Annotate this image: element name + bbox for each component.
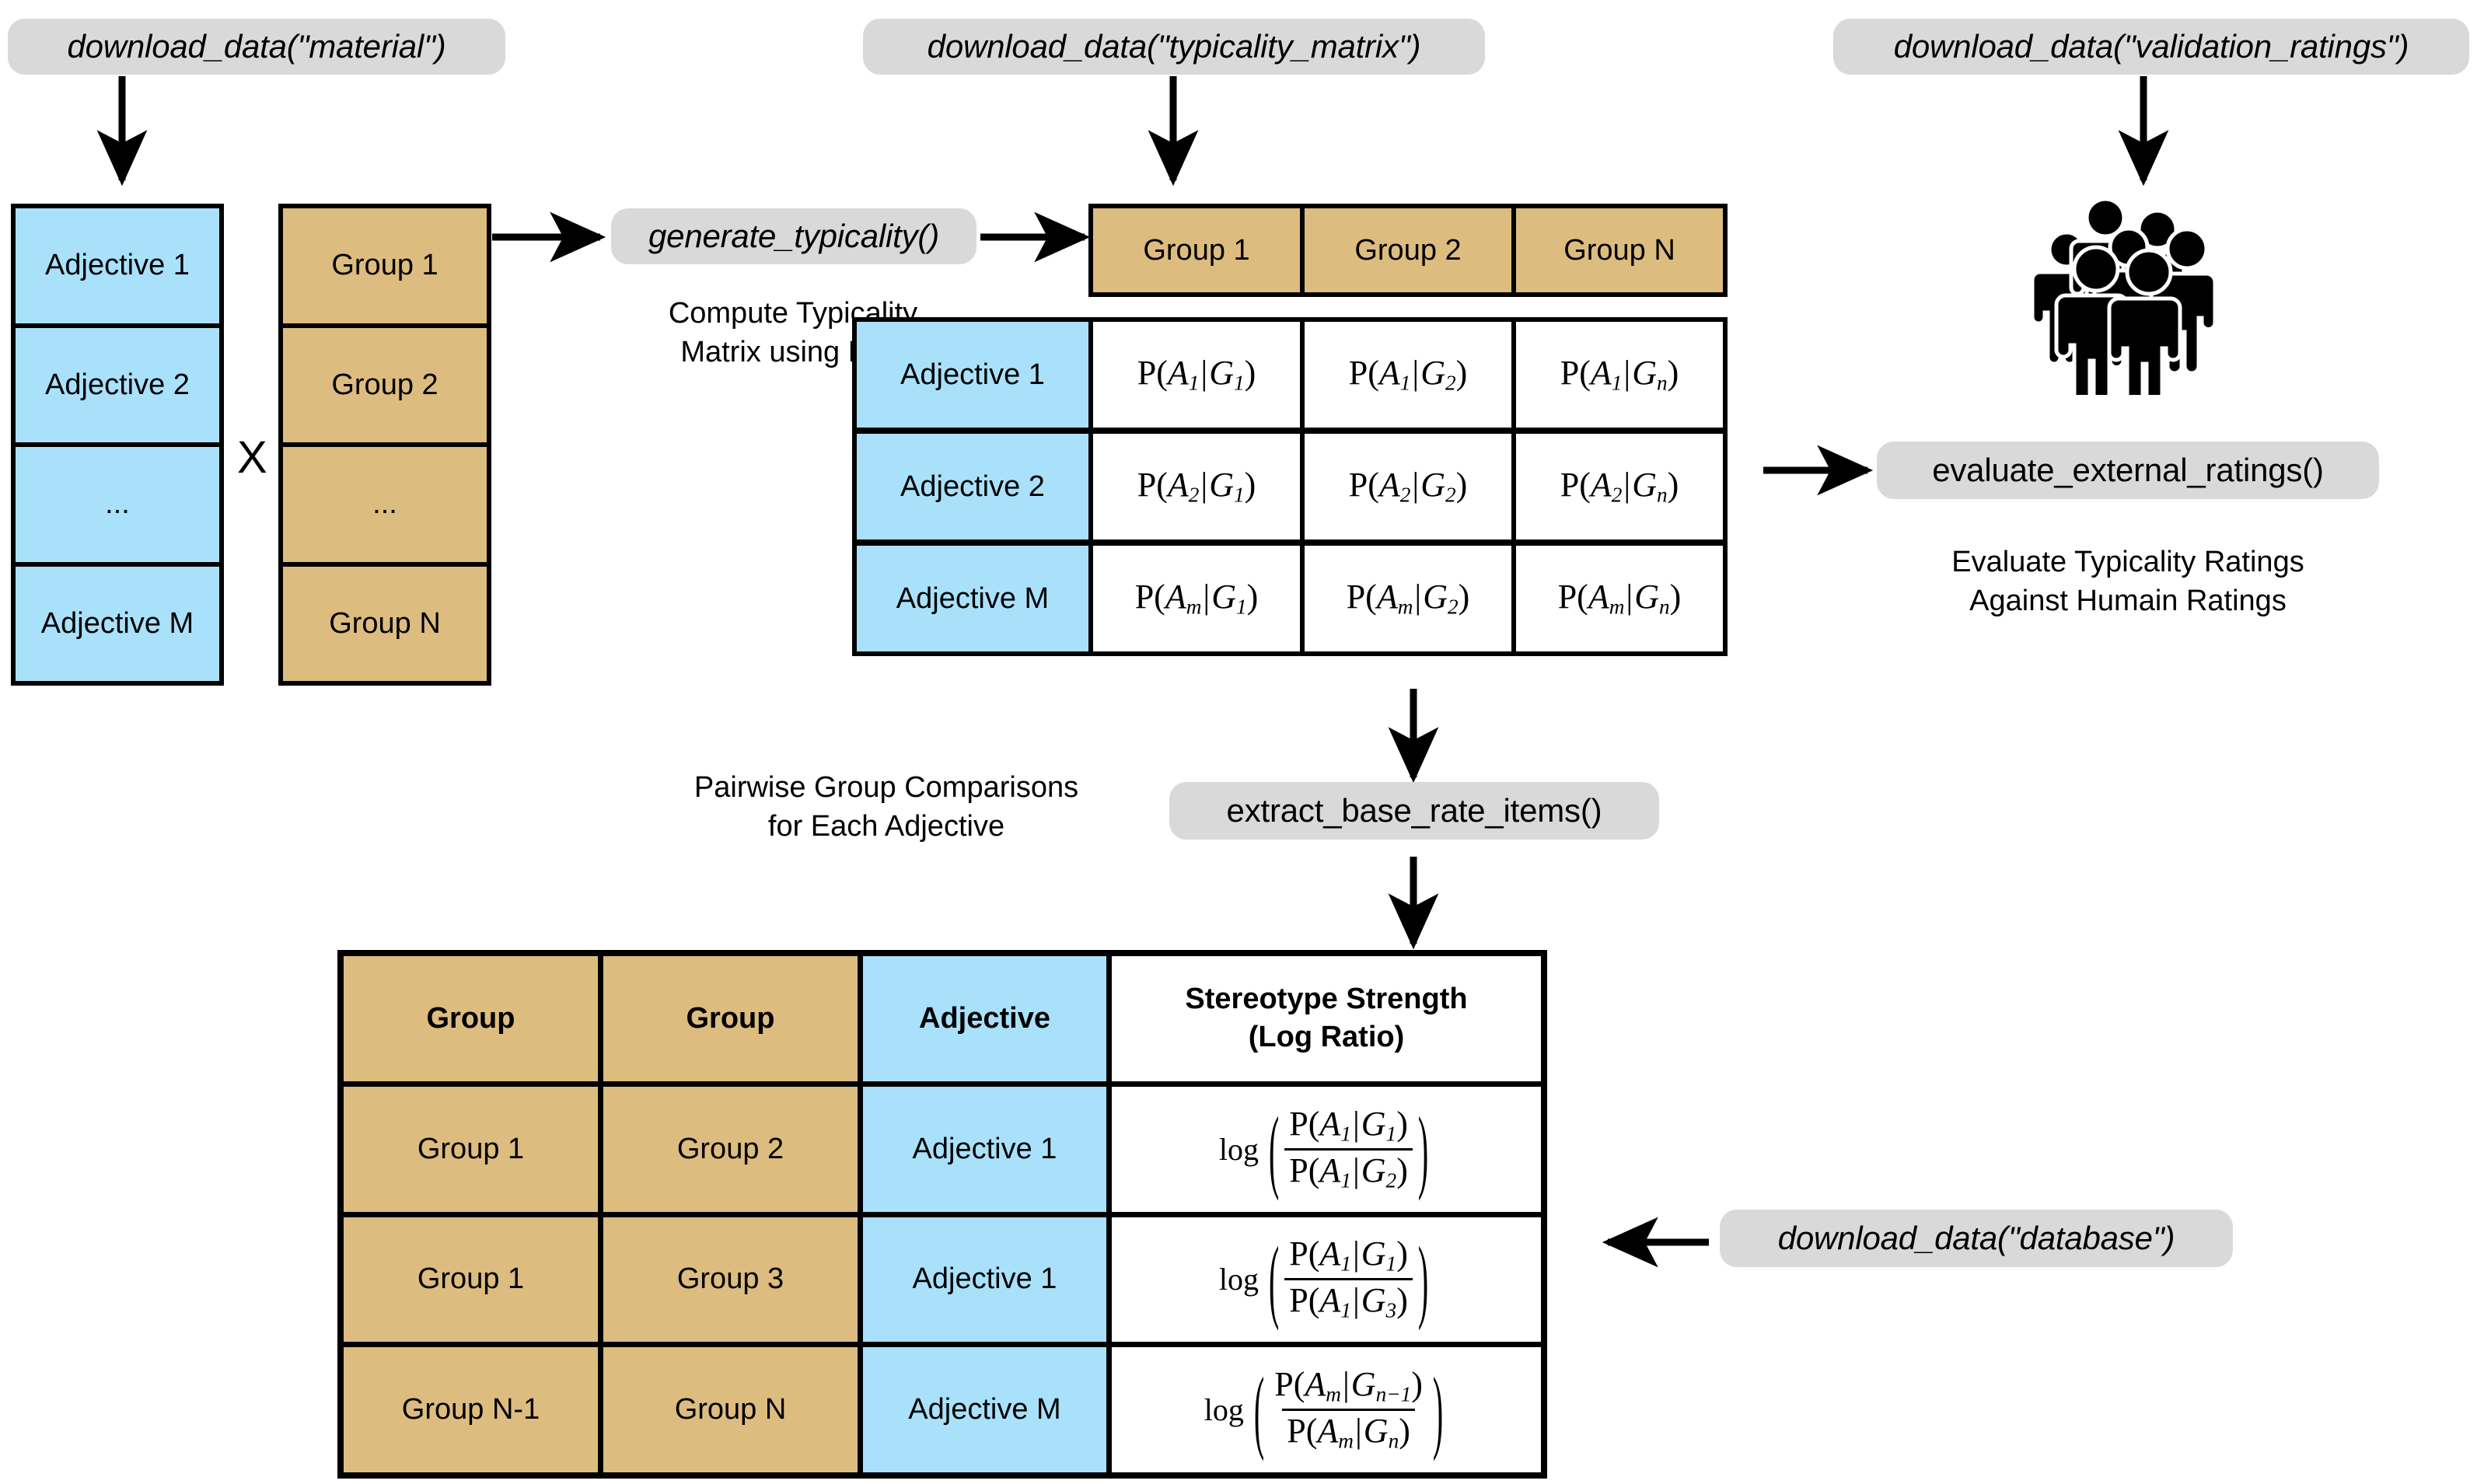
group-cell: Group 2 xyxy=(283,328,487,447)
log-ratio-expression: log( P(Am|Gn−1) P(Am|Gn) ) xyxy=(1204,1357,1444,1463)
cell-log-ratio: log( P(A1|G1) P(A1|G3) ) xyxy=(1112,1217,1541,1343)
matrix-col-header: Group 2 xyxy=(1300,204,1516,297)
pill-extract-base-rate-items[interactable]: extract_base_rate_items() xyxy=(1169,782,1659,840)
probability-expression: P(A1|G2) xyxy=(1348,353,1468,395)
adjective-cell: ... xyxy=(16,447,219,567)
cross-product-symbol: X xyxy=(237,432,267,483)
cell-group-a: Group 1 xyxy=(344,1086,603,1212)
adjective-stack: Adjective 1 Adjective 2 ... Adjective M xyxy=(11,204,224,686)
cell-group-a: Group N-1 xyxy=(344,1347,603,1472)
matrix-cell: P(A1|G2) xyxy=(1300,317,1516,432)
matrix-cell: P(A1|G1) xyxy=(1088,317,1305,432)
probability-expression: P(Am|Gn) xyxy=(1557,577,1682,619)
col-header-stereotype-strength: Stereotype Strength (Log Ratio) xyxy=(1185,982,1468,1054)
matrix-row-header: Adjective 1 xyxy=(852,317,1093,432)
matrix-row-header: Adjective M xyxy=(852,541,1093,656)
log-ratio-expression: log( P(A1|G1) P(A1|G2) ) xyxy=(1218,1096,1429,1202)
table-row: Group 1 Group 2 Adjective 1 log( P(A1|G1… xyxy=(344,1086,1541,1217)
crowd-of-people-icon xyxy=(2028,197,2261,410)
matrix-cell: P(A2|G1) xyxy=(1088,429,1305,544)
table-row: Group 1 Group 3 Adjective 1 log( P(A1|G1… xyxy=(344,1217,1541,1348)
table-row: Group N-1 Group N Adjective M log( P(Am|… xyxy=(344,1347,1541,1472)
log-ratio-expression: log( P(A1|G1) P(A1|G3) ) xyxy=(1218,1227,1429,1332)
pill-download-typicality-matrix[interactable]: download_data("typicality_matrix") xyxy=(863,19,1485,75)
cell-log-ratio: log( P(A1|G1) P(A1|G2) ) xyxy=(1112,1087,1541,1212)
probability-expression: P(A1|Gn) xyxy=(1560,353,1679,395)
probability-expression: P(A2|G1) xyxy=(1137,465,1256,507)
matrix-cell: P(Am|G1) xyxy=(1088,541,1305,656)
probability-expression: P(Am|G1) xyxy=(1134,577,1259,619)
pill-download-database[interactable]: download_data("database") xyxy=(1720,1210,2233,1267)
group-cell: Group N xyxy=(329,606,441,640)
cell-log-ratio: log( P(Am|Gn−1) P(Am|Gn) ) xyxy=(1112,1347,1541,1472)
cell-group-a: Group 1 xyxy=(344,1217,603,1343)
table-header-row: Group Group Adjective Stereotype Strengt… xyxy=(344,956,1541,1087)
cell-adjective: Adjective 1 xyxy=(863,1217,1112,1343)
matrix-cell: P(Am|Gn) xyxy=(1511,541,1728,656)
matrix-col-header: Group 1 xyxy=(1088,204,1305,297)
probability-expression: P(A2|Gn) xyxy=(1560,465,1679,507)
caption-evaluate-ratings: Evaluate Typicality Ratings Against Huma… xyxy=(1951,546,2304,618)
adjective-cell: Adjective M xyxy=(40,606,194,640)
pill-download-validation-ratings[interactable]: download_data("validation_ratings") xyxy=(1833,19,2469,75)
adjective-cell: Adjective 1 xyxy=(16,208,219,328)
matrix-cell: P(Am|G2) xyxy=(1300,541,1516,656)
probability-expression: P(Am|G2) xyxy=(1346,577,1470,619)
pill-generate-typicality[interactable]: generate_typicality() xyxy=(611,208,976,264)
pill-evaluate-external-ratings[interactable]: evaluate_external_ratings() xyxy=(1877,442,2379,499)
col-header-adjective: Adjective xyxy=(863,956,1112,1081)
cell-group-b: Group 2 xyxy=(603,1086,863,1212)
matrix-cell: P(A2|Gn) xyxy=(1511,429,1728,544)
col-header-group-a: Group xyxy=(344,956,603,1081)
probability-expression: P(A2|G2) xyxy=(1348,465,1468,507)
cell-adjective: Adjective 1 xyxy=(863,1086,1112,1212)
col-header-group-b: Group xyxy=(603,956,863,1081)
matrix-cell: P(A2|G2) xyxy=(1300,429,1516,544)
cell-group-b: Group 3 xyxy=(603,1217,863,1343)
base-rate-table: Group Group Adjective Stereotype Strengt… xyxy=(337,950,1547,1479)
pill-download-material[interactable]: download_data("material") xyxy=(8,19,505,75)
cell-adjective: Adjective M xyxy=(863,1347,1112,1472)
caption-pairwise-comparisons: Pairwise Group Comparisons for Each Adje… xyxy=(693,771,1079,843)
group-cell: Group 1 xyxy=(283,208,487,328)
matrix-col-header: Group N xyxy=(1511,204,1728,297)
probability-expression: P(A1|G1) xyxy=(1137,353,1256,395)
group-stack: Group 1 Group 2 ... Group N xyxy=(278,204,491,686)
group-cell: ... xyxy=(283,447,487,567)
cell-group-b: Group N xyxy=(603,1347,863,1472)
matrix-row-header: Adjective 2 xyxy=(852,429,1093,544)
adjective-cell: Adjective 2 xyxy=(16,328,219,447)
matrix-cell: P(A1|Gn) xyxy=(1511,317,1728,432)
